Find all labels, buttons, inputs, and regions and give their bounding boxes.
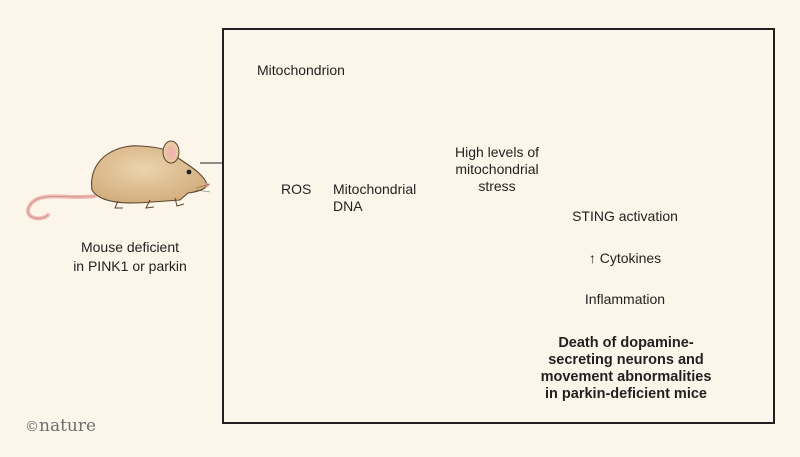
mitochondrial-dna-line-1: Mitochondrial <box>333 181 417 197</box>
cytokines-step: ↑ Cytokines <box>588 250 662 266</box>
ros-label: ROS <box>281 181 312 197</box>
mouse-caption-line-2: in PINK1 or parkin <box>73 258 187 274</box>
stress-text: High levels of mitochondrial stress <box>436 144 558 195</box>
mouse-caption-line-1: Mouse deficient <box>80 239 180 255</box>
inflammation-step: Inflammation <box>584 291 666 307</box>
mouse-caption: Mouse deficient in PINK1 or parkin <box>50 238 210 276</box>
copyright-symbol: © <box>25 419 39 435</box>
mitochondrial-dna-line-2: DNA <box>333 198 363 214</box>
outcome-text: Death of dopamine- secreting neurons and… <box>528 335 724 403</box>
outcome-line-1: Death of dopamine- <box>558 335 694 351</box>
nature-logo: ©nature <box>25 416 96 436</box>
mitochondrion-label: Mitochondrion <box>257 62 345 78</box>
mechanism-panel <box>222 28 775 424</box>
stress-line-1: High levels of <box>454 144 540 160</box>
mitochondrial-dna-label: Mitochondrial DNA <box>333 181 416 215</box>
outcome-line-4: in parkin-deficient mice <box>545 386 707 402</box>
mouse-illustration <box>26 140 211 221</box>
outcome-line-3: movement abnormalities <box>540 369 712 385</box>
stress-line-3: stress <box>478 178 516 194</box>
outcome-line-2: secreting neurons and <box>548 352 704 368</box>
stress-line-2: mitochondrial <box>455 161 539 177</box>
brand-name: nature <box>39 416 97 436</box>
sting-activation-step: STING activation <box>572 208 678 224</box>
